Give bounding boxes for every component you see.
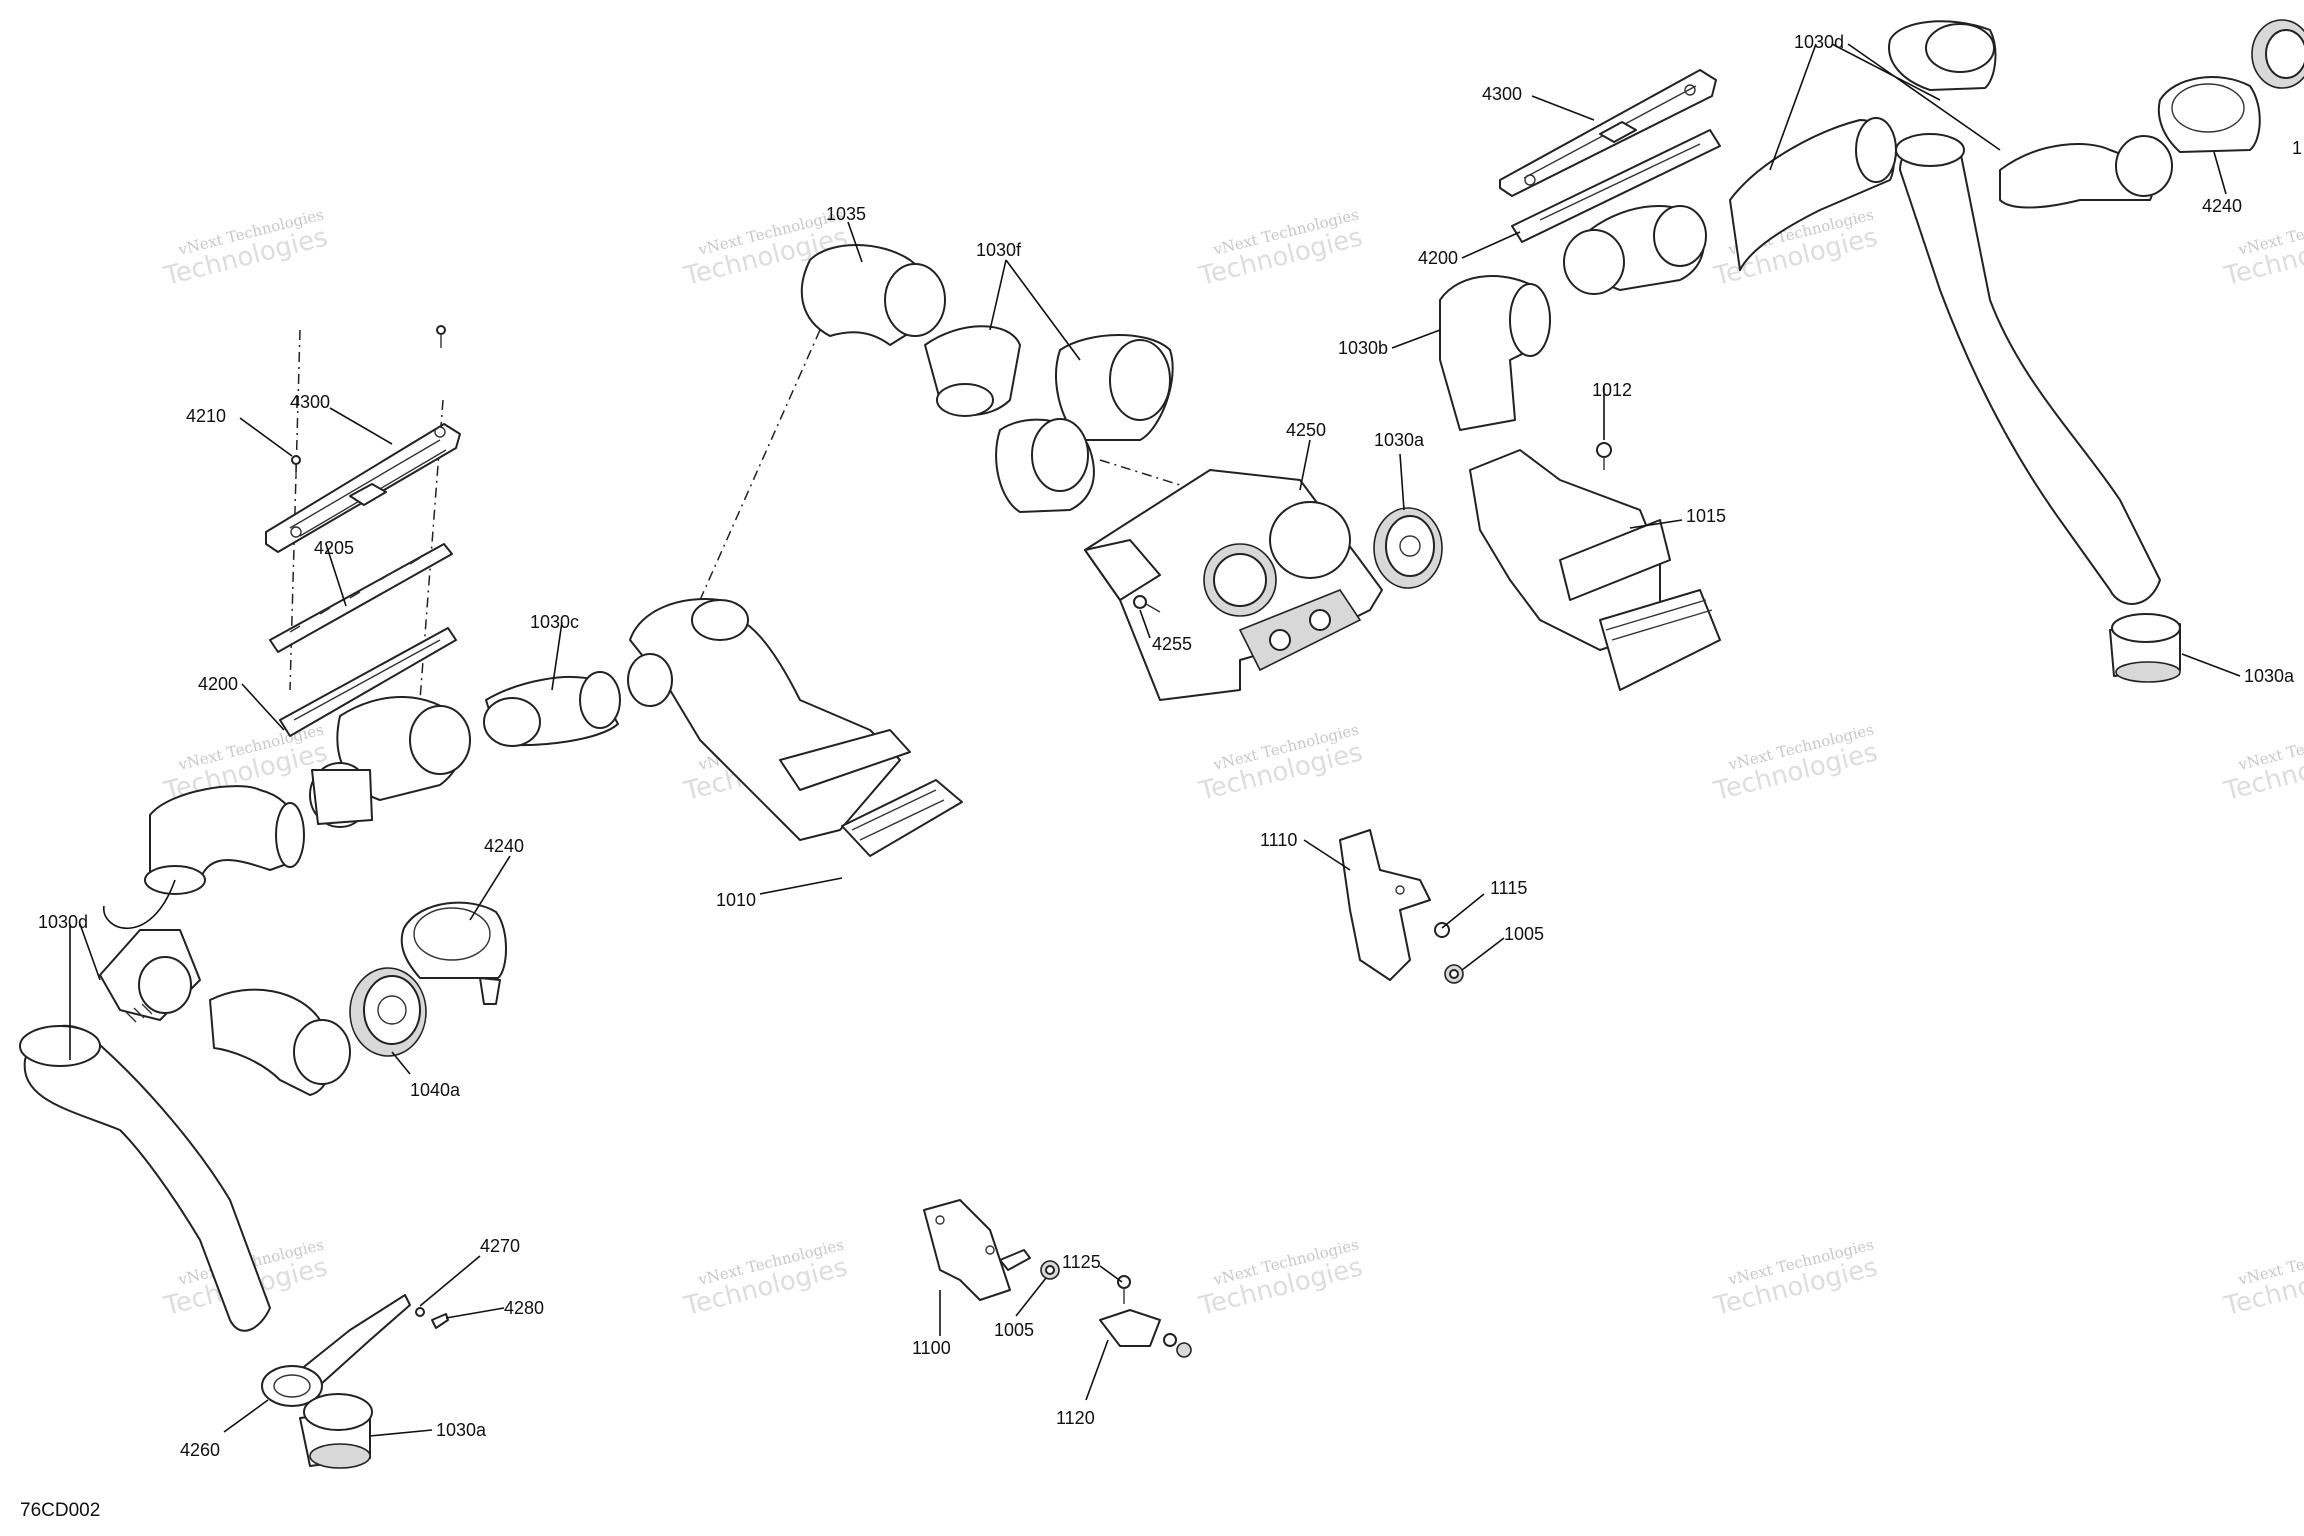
callout-1: 1 bbox=[2292, 138, 2302, 158]
screw-1012-part bbox=[1596, 442, 1612, 470]
right-assembly bbox=[1729, 19, 2304, 683]
gauge-1030a-mid-part bbox=[1373, 507, 1443, 589]
bezel-4240-right-part bbox=[2157, 76, 2261, 153]
callout-4240: 4240 bbox=[484, 836, 524, 856]
callout-1030b: 1030b bbox=[1338, 338, 1388, 358]
elbow-1030b-part bbox=[1439, 275, 1551, 431]
callout-1030d: 1030d bbox=[1794, 32, 1844, 52]
callout-1040a: 1040a bbox=[410, 1080, 461, 1100]
callout-1030a: 1030a bbox=[2244, 666, 2295, 686]
long-duct-left-part bbox=[19, 1024, 271, 1332]
callout-4205: 4205 bbox=[314, 538, 354, 558]
callout-1125: 1125 bbox=[1062, 1252, 1101, 1272]
callout-4240: 4240 bbox=[2202, 196, 2242, 216]
callout-1030c: 1030c bbox=[530, 612, 579, 632]
bracket-1120-part bbox=[1099, 1309, 1192, 1358]
leader-lines bbox=[69, 43, 2241, 1437]
plenum-1015-part bbox=[1469, 449, 1721, 691]
elbow-1030f-c-part bbox=[995, 418, 1095, 513]
callout-4300: 4300 bbox=[290, 392, 330, 412]
elbow-1035-part bbox=[800, 244, 946, 346]
callout-1010: 1010 bbox=[716, 890, 756, 910]
watermark: vNext Technologies Technologies bbox=[1710, 720, 1880, 807]
watermark: vNext Technologies Technologies bbox=[680, 1235, 850, 1322]
callout-1030a: 1030a bbox=[1374, 430, 1425, 450]
callout-1115: 1115 bbox=[1490, 878, 1527, 898]
callout-4260: 4260 bbox=[180, 1440, 220, 1460]
vent-4200-part bbox=[279, 627, 471, 828]
collar-1030a-bottom-left-part bbox=[299, 1393, 373, 1469]
elbow-1030f-b-part bbox=[1055, 334, 1174, 441]
callout-4200: 4200 bbox=[1418, 248, 1458, 268]
callout-1120: 1120 bbox=[1056, 1408, 1095, 1428]
elbow-1030d-lower-part bbox=[209, 988, 351, 1096]
callout-1030a: 1030a bbox=[436, 1420, 487, 1440]
callout-4250: 4250 bbox=[1286, 420, 1326, 440]
elbow-1030d-top-part bbox=[1888, 20, 1997, 91]
cover-4300-part bbox=[265, 423, 461, 553]
watermark: vNext Technologies Technologies bbox=[1195, 1235, 1365, 1322]
bracket-1100-part bbox=[923, 1199, 1031, 1301]
callout-1035: 1035 bbox=[826, 204, 866, 224]
gauge-1040a-part bbox=[349, 967, 427, 1057]
vent-4200-right-part bbox=[1511, 129, 1721, 295]
callout-4255: 4255 bbox=[1152, 634, 1192, 654]
watermark: vNext Technologies Technologies bbox=[2220, 1235, 2304, 1322]
callout-4270: 4270 bbox=[480, 1236, 520, 1256]
bezel-4240-part bbox=[400, 901, 507, 1005]
nut-1005-right-part bbox=[1444, 964, 1464, 984]
bracket-4260-part bbox=[261, 1294, 411, 1407]
callout-4300: 4300 bbox=[1482, 84, 1522, 104]
bolt-1125-part bbox=[1117, 1275, 1131, 1304]
callout-4280: 4280 bbox=[504, 1298, 544, 1318]
duct-1030c-part bbox=[483, 671, 621, 747]
bracket-1110-part bbox=[1339, 829, 1431, 981]
elbow-1030d-mid-part bbox=[1729, 117, 1897, 271]
long-duct-right-part bbox=[1895, 133, 2161, 605]
callout-1005: 1005 bbox=[1504, 924, 1544, 944]
gauge-top-right-part bbox=[2251, 19, 2304, 89]
callout-1100: 1100 bbox=[912, 1338, 951, 1358]
diagram-reference-code: 76CD002 bbox=[20, 1500, 101, 1521]
fasteners-4270-4280-part bbox=[415, 1307, 449, 1329]
watermark: vNext Technologies Technologies bbox=[160, 205, 330, 292]
plenum-1010-part bbox=[627, 598, 963, 857]
watermark: vNext Technologies Technologies bbox=[1710, 1235, 1880, 1322]
watermark: vNext Technologies Technologies bbox=[2220, 720, 2304, 807]
screw-4255-part bbox=[1133, 595, 1161, 613]
callout-1030f: 1030f bbox=[976, 240, 1022, 260]
tee-1030d-part bbox=[99, 929, 201, 1023]
watermark: vNext Technologies Technologies bbox=[1195, 720, 1365, 807]
nut-1115-part bbox=[1434, 922, 1450, 938]
callout-4200: 4200 bbox=[198, 674, 238, 694]
callout-1110: 1110 bbox=[1260, 830, 1297, 850]
left-assembly bbox=[19, 325, 621, 1469]
cover-4300-right-part bbox=[1499, 69, 1717, 197]
callout-1012: 1012 bbox=[1592, 380, 1632, 400]
callout-1015: 1015 bbox=[1686, 506, 1726, 526]
callout-1005: 1005 bbox=[994, 1320, 1034, 1340]
nut-1005-bottom-part bbox=[1040, 1260, 1060, 1280]
panel-4250-part bbox=[1084, 469, 1383, 701]
elbow-1030f-a-part bbox=[924, 325, 1021, 417]
callout-labels: 4210 4300 4205 4200 1030c 4240 1030d 104… bbox=[38, 32, 2302, 1460]
callout-1030d: 1030d bbox=[38, 912, 88, 932]
seal-4205-part bbox=[269, 543, 453, 653]
watermark: vNext Technologies Technologies bbox=[1195, 205, 1365, 292]
collar-1030a-right-part bbox=[2109, 613, 2181, 683]
callout-4210: 4210 bbox=[186, 406, 226, 426]
tee-duct-right-part bbox=[1999, 135, 2173, 209]
watermark: vNext Technologies Technologies bbox=[2220, 205, 2304, 292]
screw-part bbox=[291, 325, 446, 478]
elbow-1030d-upper-part bbox=[144, 785, 305, 895]
center-assembly bbox=[627, 69, 1721, 1358]
